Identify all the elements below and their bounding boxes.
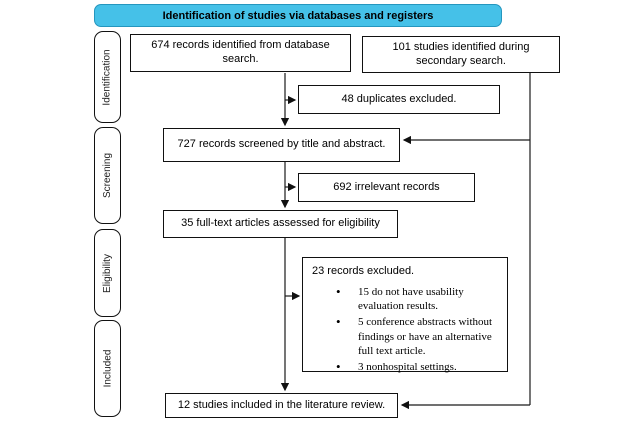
records-excluded-title: 23 records excluded. — [312, 265, 415, 277]
box-records-screened-text: 727 records screened by title and abstra… — [177, 138, 386, 151]
box-duplicates-excluded-text: 48 duplicates excluded. — [341, 92, 457, 105]
box-secondary-search: 101 studies identified during secondary … — [362, 36, 560, 73]
stage-screening: Screening — [94, 127, 121, 224]
box-irrelevant-records: 692 irrelevant records — [298, 173, 475, 202]
box-studies-included-text: 12 studies included in the literature re… — [177, 398, 386, 411]
excluded-reason-item: 5 conference abstracts without findings … — [336, 314, 501, 358]
diagram-title: Identification of studies via databases … — [162, 9, 434, 22]
box-database-search: 674 records identified from database sea… — [130, 34, 351, 72]
box-irrelevant-records-text: 692 irrelevant records — [333, 180, 440, 193]
box-records-excluded: 23 records excluded. 15 do not have usab… — [302, 257, 508, 377]
excluded-reason-item: 3 nonhospital settings. — [336, 359, 501, 376]
stage-eligibility: Eligibility — [94, 229, 121, 317]
box-duplicates-excluded: 48 duplicates excluded. — [298, 85, 500, 114]
box-secondary-search-text: 101 studies identified during secondary … — [392, 40, 530, 67]
excluded-reason-item: 15 do not have usability evaluation resu… — [336, 284, 501, 314]
box-database-search-text: 674 records identified from database sea… — [151, 39, 330, 65]
box-records-screened: 727 records screened by title and abstra… — [163, 128, 400, 162]
box-studies-included: 12 studies included in the literature re… — [165, 393, 398, 418]
records-excluded-list: 15 do not have usability evaluation resu… — [312, 284, 501, 377]
box-fulltext-assessed-text: 35 full-text articles assessed for eligi… — [181, 217, 380, 230]
diagram-title-banner: Identification of studies via databases … — [94, 4, 502, 27]
box-fulltext-assessed: 35 full-text articles assessed for eligi… — [163, 210, 398, 238]
stage-identification: Identification — [94, 31, 121, 123]
stage-included: Included — [94, 320, 121, 417]
